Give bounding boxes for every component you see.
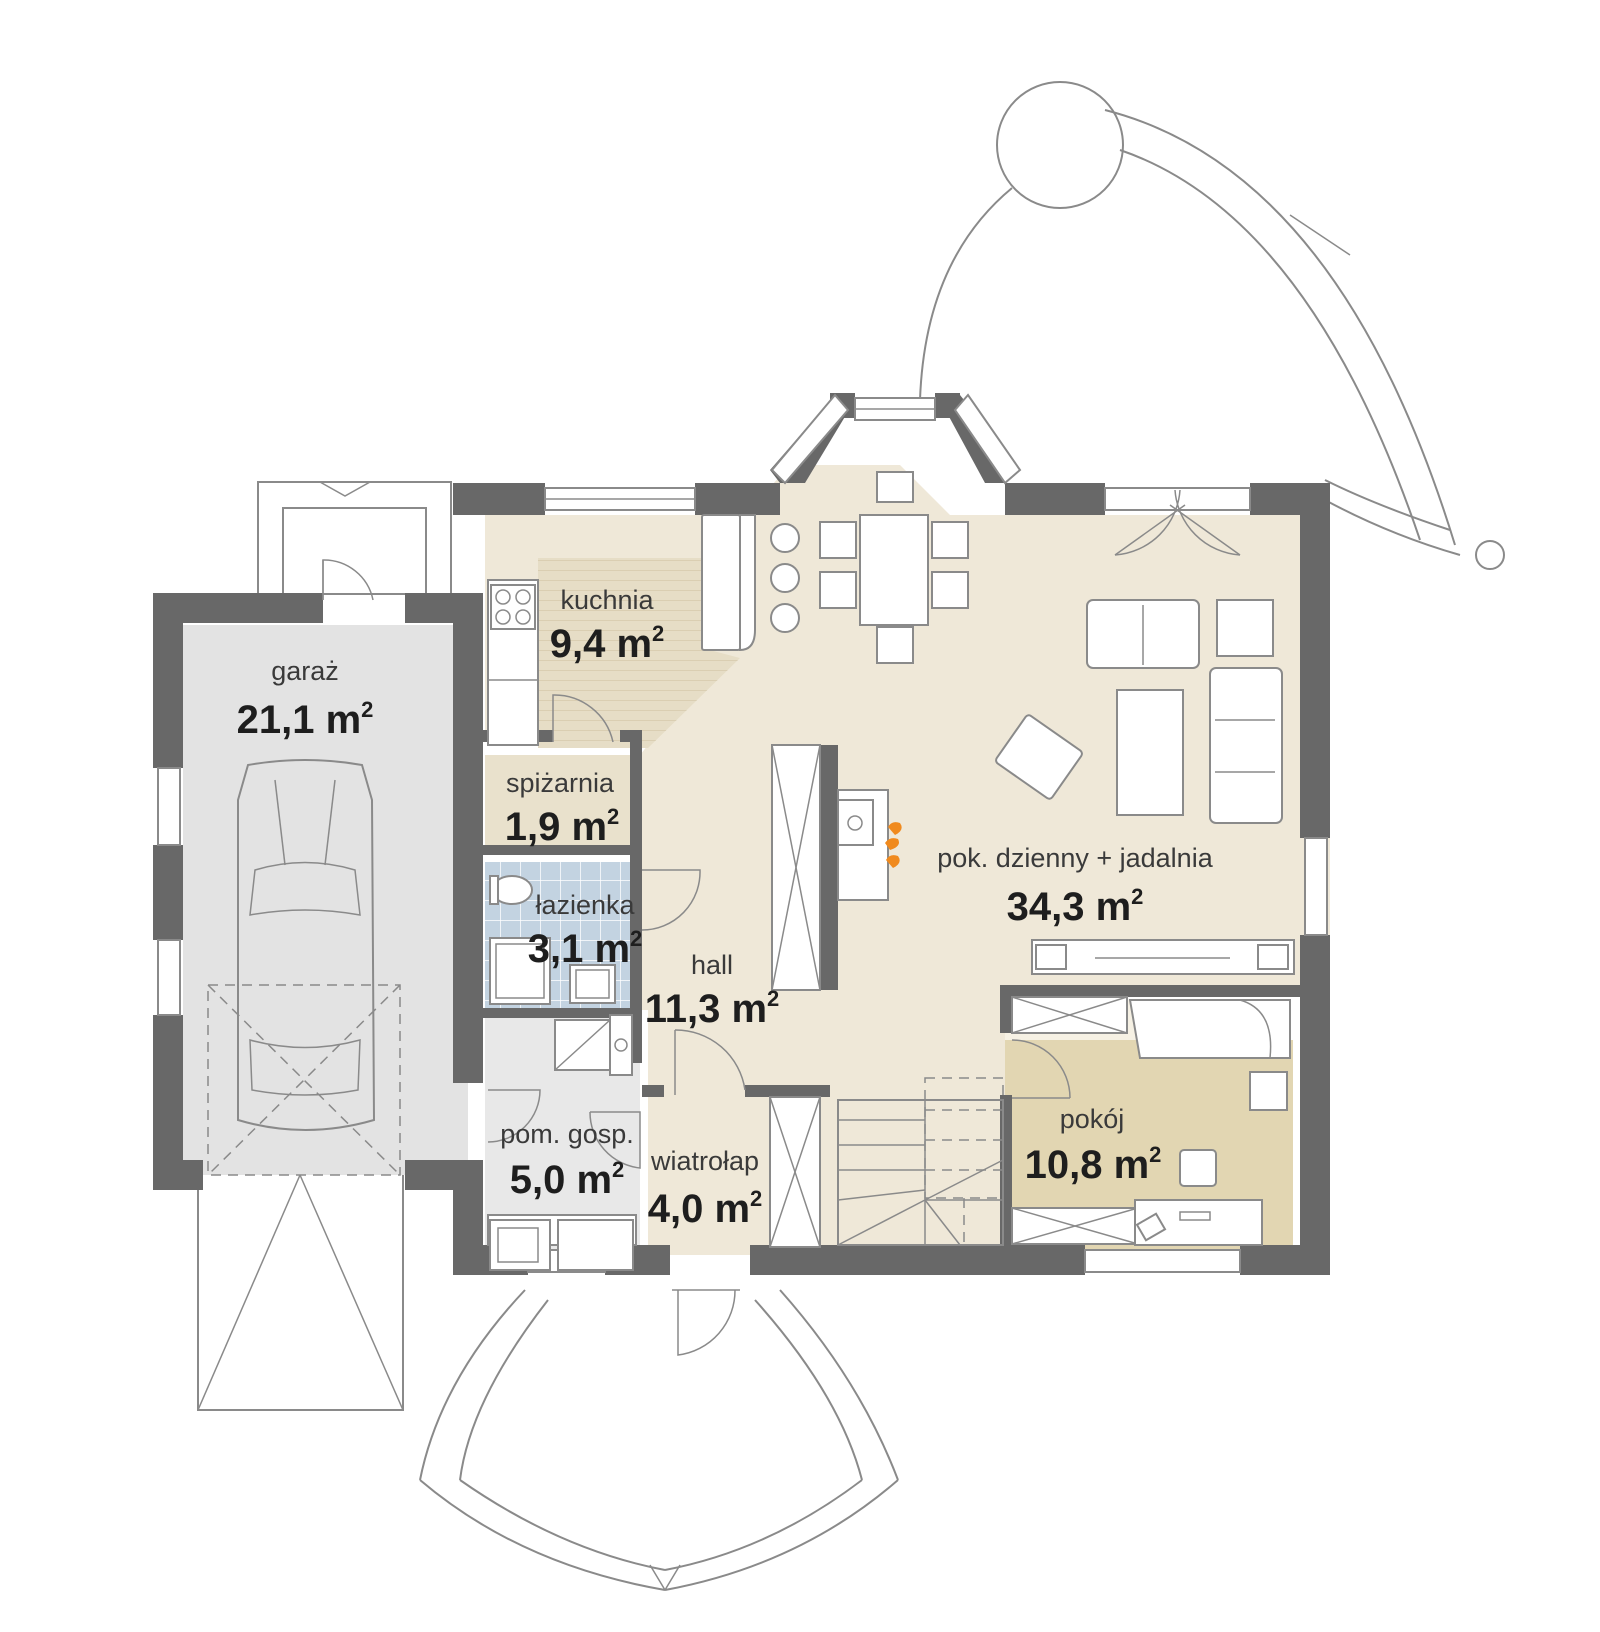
label-kuchnia-area: 9,4 m2 [550,621,665,666]
dining-set [770,471,969,664]
entrance-steps [419,1289,899,1591]
label-garaz-name: garaż [271,656,339,686]
fireplace-icon [837,789,902,901]
label-garaz-area: 21,1 m2 [237,697,374,742]
car-icon [207,759,401,1176]
kitchen-furniture [487,514,756,746]
bathroom-fixtures [489,875,616,1005]
living-furniture [995,599,1295,975]
wardrobes [769,744,1139,1248]
garage-porch [257,481,452,595]
label-pom-gosp-area: 5,0 m2 [510,1157,625,1202]
label-spizarnia-area: 1,9 m2 [505,804,620,849]
kitchen-wood-floor [538,558,740,748]
label-wiatrolap-name: wiatrołap [650,1146,759,1176]
driveway [197,1169,404,1411]
label-pom-gosp-name: pom. gosp. [500,1119,634,1149]
label-pokoj-name: pokój [1060,1104,1125,1134]
label-dzienny-area: 34,3 m2 [1007,884,1144,929]
label-pokoj-area: 10,8 m2 [1025,1142,1162,1187]
label-wiatrolap-area: 4,0 m2 [648,1186,763,1231]
pantry-floor [485,755,640,845]
label-spizarnia-name: spiżarnia [506,768,615,798]
label-hall-area: 11,3 m2 [645,986,780,1031]
terrace-round [919,81,1505,570]
bedroom-furniture [1128,999,1291,1246]
label-lazienka-area: 3,1 m2 [528,926,643,971]
label-lazienka-name: łazienka [535,890,635,920]
label-kuchnia-name: kuchnia [560,585,654,615]
doors [322,489,1241,1356]
utility-fixtures [487,1014,637,1271]
staircase [837,1077,1004,1246]
label-hall-name: hall [691,950,733,980]
room-labels: garaż 21,1 m2 kuchnia 9,4 m2 spiżarnia 1… [237,585,1214,1231]
garage-floor [183,625,468,1175]
label-dzienny-name: pok. dzienny + jadalnia [937,843,1213,873]
